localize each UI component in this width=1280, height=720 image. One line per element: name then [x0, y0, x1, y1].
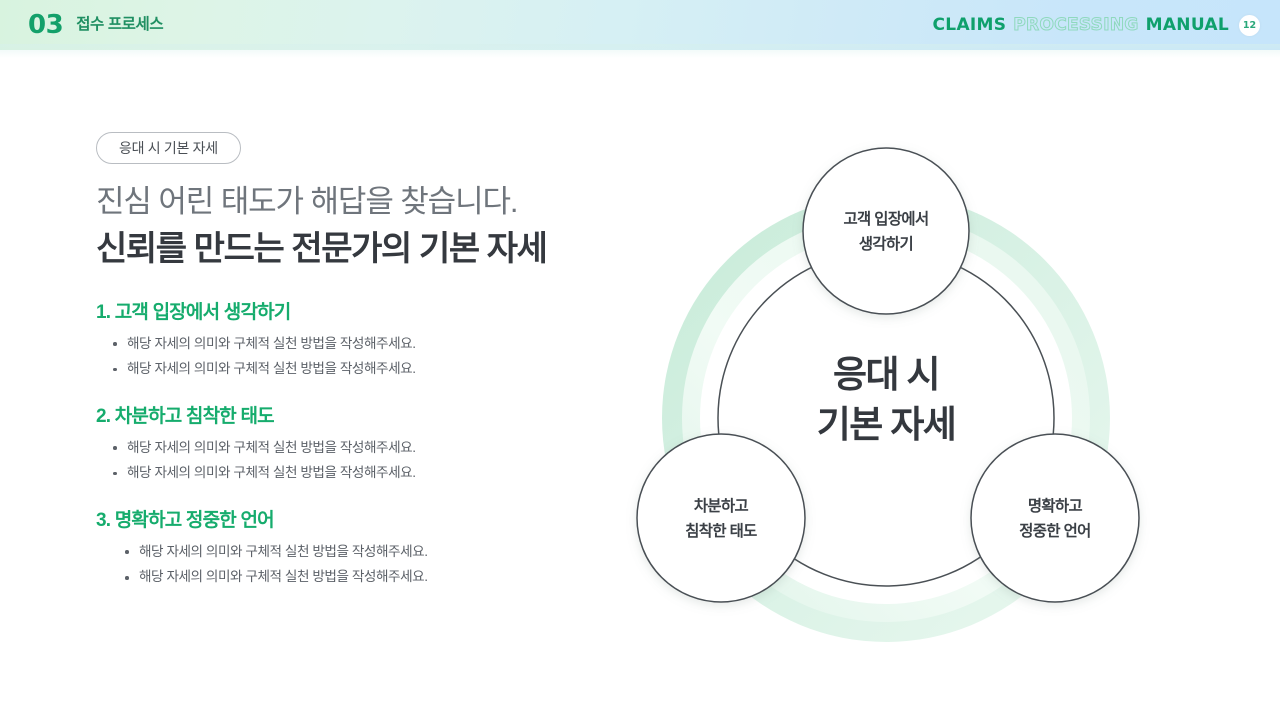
- bullet-item: 해당 자세의 의미와 구체적 실천 방법을 작성해주세요.: [96, 334, 596, 355]
- section-item-2: 2. 차분하고 침착한 태도 해당 자세의 의미와 구체적 실천 방법을 작성해…: [96, 406, 596, 484]
- node-bottom-right-circle[interactable]: [970, 433, 1140, 603]
- bullet-item: 해당 자세의 의미와 구체적 실천 방법을 작성해주세요.: [96, 542, 596, 563]
- node-bottom-right-label-line2: 정중한 언어: [1019, 521, 1090, 540]
- slide-header: 03 접수 프로세스 CLAIMS PROCESSING MANUAL 12: [0, 0, 1280, 50]
- center-label-line2: 기본 자세: [817, 404, 955, 445]
- bullet-item: 해당 자세의 의미와 구체적 실천 방법을 작성해주세요.: [96, 438, 596, 459]
- node-top-label-line1: 고객 입장에서: [843, 210, 928, 228]
- node-top[interactable]: 고객 입장에서 생각하기: [802, 147, 970, 315]
- cycle-diagram: 응대 시 기본 자세 고객 입장에서 생각하기 차분하고 침착한 태도 명확하고…: [620, 100, 1160, 660]
- node-bottom-right-label-line1: 명확하고: [1028, 496, 1083, 515]
- section-heading: 1. 고객 입장에서 생각하기: [96, 301, 291, 323]
- section-heading: 2. 차분하고 침착한 태도: [96, 405, 275, 427]
- node-bottom-left-circle[interactable]: [636, 433, 806, 603]
- brand-word-claims: CLAIMS: [932, 15, 1007, 35]
- node-top-label-line2: 생각하기: [859, 234, 913, 253]
- section-item-3: 3. 명확하고 정중한 언어 해당 자세의 의미와 구체적 실천 방법을 작성해…: [96, 510, 596, 588]
- brand-word-processing: PROCESSING: [1013, 15, 1139, 36]
- center-label-line1: 응대 시: [833, 354, 939, 395]
- topic-tag: 응대 시 기본 자세: [96, 132, 241, 164]
- brand-wordmark: CLAIMS PROCESSING MANUAL: [932, 15, 1229, 36]
- content-left-column: 응대 시 기본 자세 진심 어린 태도가 해답을 찾습니다. 신뢰를 만드는 전…: [96, 132, 596, 593]
- header-right-group: CLAIMS PROCESSING MANUAL 12: [933, 0, 1260, 50]
- header-left-group: 03 접수 프로세스: [28, 0, 164, 50]
- node-bottom-left[interactable]: 차분하고 침착한 태도: [636, 433, 806, 603]
- section-bullets: 해당 자세의 의미와 구체적 실천 방법을 작성해주세요. 해당 자세의 의미와…: [96, 334, 596, 380]
- node-bottom-left-label-line1: 차분하고: [694, 497, 749, 515]
- node-top-circle[interactable]: [802, 147, 970, 315]
- page-subtitle: 진심 어린 태도가 해답을 찾습니다.: [96, 184, 519, 219]
- bullet-item: 해당 자세의 의미와 구체적 실천 방법을 작성해주세요.: [96, 463, 596, 484]
- page-title: 신뢰를 만드는 전문가의 기본 자세: [96, 229, 548, 268]
- section-bullets: 해당 자세의 의미와 구체적 실천 방법을 작성해주세요. 해당 자세의 의미와…: [96, 438, 596, 484]
- section-bullets: 해당 자세의 의미와 구체적 실천 방법을 작성해주세요. 해당 자세의 의미와…: [96, 542, 596, 588]
- section-heading: 3. 명확하고 정중한 언어: [96, 510, 275, 532]
- bullet-item: 해당 자세의 의미와 구체적 실천 방법을 작성해주세요.: [96, 359, 596, 380]
- node-bottom-left-label-line2: 침착한 태도: [685, 521, 757, 540]
- node-bottom-right[interactable]: 명확하고 정중한 언어: [970, 433, 1140, 603]
- section-item-1: 1. 고객 입장에서 생각하기 해당 자세의 의미와 구체적 실천 방법을 작성…: [96, 302, 596, 380]
- bullet-item: 해당 자세의 의미와 구체적 실천 방법을 작성해주세요.: [96, 567, 596, 588]
- page-number-badge: 12: [1239, 14, 1260, 36]
- chapter-number: 03: [28, 10, 64, 40]
- brand-word-manual: MANUAL: [1145, 15, 1229, 35]
- section-list: 1. 고객 입장에서 생각하기 해당 자세의 의미와 구체적 실천 방법을 작성…: [96, 302, 596, 588]
- section-title: 접수 프로세스: [76, 16, 164, 34]
